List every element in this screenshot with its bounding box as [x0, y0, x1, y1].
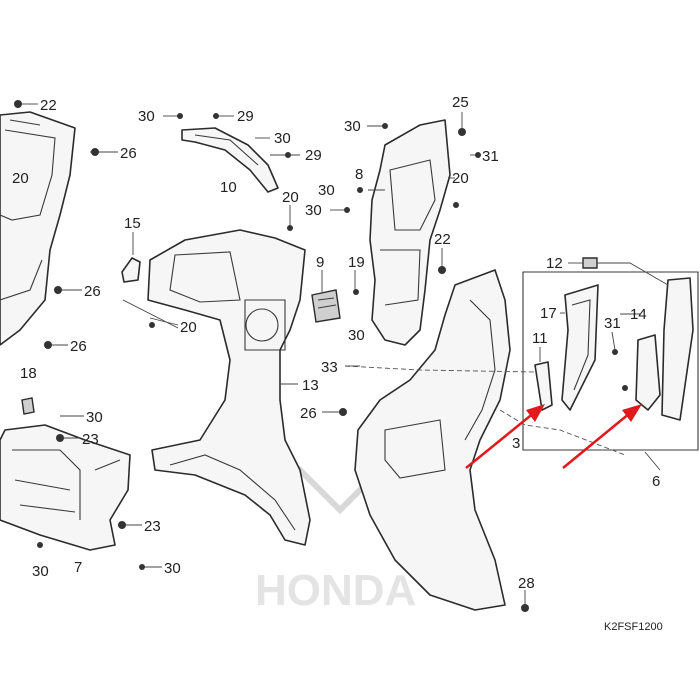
callout-10: 10 [220, 179, 237, 196]
assembly-line-1 [344, 365, 536, 373]
callout-26d: 26 [300, 405, 317, 422]
callout-29a: 29 [237, 108, 254, 125]
callout-6: 6 [652, 473, 660, 490]
drawing-code: K2FSF1200 [604, 621, 663, 633]
callout-30i: 30 [305, 202, 322, 219]
part-panel-left-top [0, 100, 76, 346]
callout-30g: 30 [344, 118, 361, 135]
callout-30a: 30 [86, 409, 103, 426]
callout-22a: 22 [40, 97, 57, 114]
callout-30h: 30 [318, 182, 335, 199]
callout-19: 19 [348, 254, 365, 271]
callout-18: 18 [20, 365, 37, 382]
part-bracket-strip [181, 127, 279, 193]
callout-20c: 20 [180, 319, 197, 336]
callout-26a: 26 [120, 145, 137, 162]
callout-33: 33 [321, 359, 338, 376]
callout-25: 25 [452, 94, 469, 111]
callout-31a: 31 [482, 148, 499, 165]
callout-29b: 29 [305, 147, 322, 164]
callout-31b: 31 [604, 315, 621, 332]
callout-11: 11 [532, 330, 548, 347]
callout-22b: 22 [434, 231, 451, 248]
part-inner-panel [147, 229, 311, 546]
fasteners [37, 113, 628, 612]
part-connector [311, 289, 341, 323]
callout-30f: 30 [348, 327, 365, 344]
callout-30e: 30 [274, 130, 291, 147]
callout-28: 28 [518, 575, 535, 592]
callout-7: 7 [74, 559, 82, 576]
callout-30b: 30 [32, 563, 49, 580]
part-rear-bracket [369, 119, 451, 346]
part-6-frame [522, 257, 699, 451]
callout-8: 8 [355, 166, 363, 183]
callout-labels: 22 20 26 26 26 18 30 23 23 30 7 30 30 29… [12, 94, 660, 592]
callout-20a: 20 [12, 170, 29, 187]
callout-23b: 23 [144, 518, 161, 535]
callout-14: 14 [630, 306, 647, 323]
callout-15: 15 [124, 215, 141, 232]
watermark-text: HONDA [255, 566, 416, 615]
callout-26b: 26 [84, 283, 101, 300]
callout-20d: 20 [452, 170, 469, 187]
callout-9: 9 [316, 254, 324, 271]
part-box-lower-left [0, 397, 131, 551]
callout-30d: 30 [138, 108, 155, 125]
callout-30c: 30 [164, 560, 181, 577]
callout-23a: 23 [82, 431, 99, 448]
callout-26c: 26 [70, 338, 87, 355]
callout-13: 13 [302, 377, 319, 394]
red-arrow-right [562, 404, 642, 469]
callout-3: 3 [512, 435, 520, 452]
callout-17: 17 [540, 305, 557, 322]
part-clip-small [121, 257, 141, 283]
callout-12: 12 [546, 255, 563, 272]
callout-20b: 20 [282, 189, 299, 206]
part-front-cover [354, 269, 511, 611]
red-arrow-left [465, 404, 545, 469]
